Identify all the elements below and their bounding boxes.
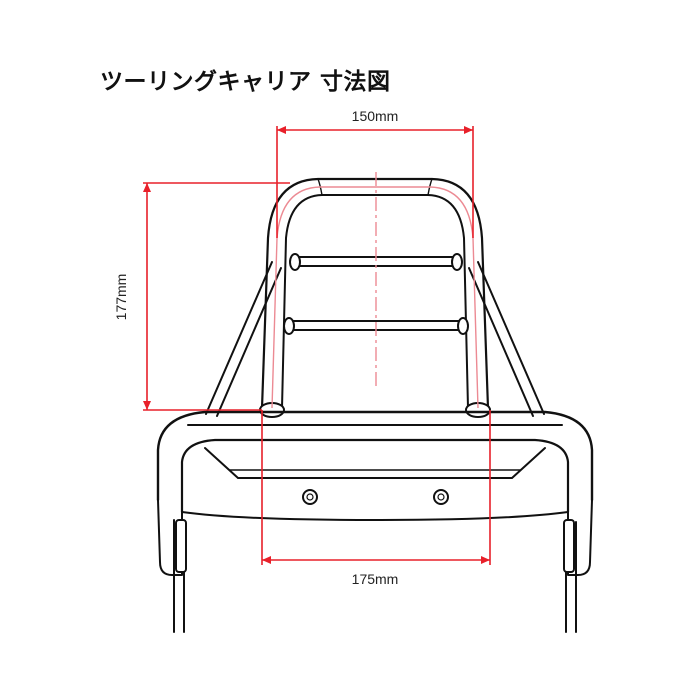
backrest-loop: [260, 177, 490, 410]
height-label: 177mm: [113, 274, 129, 321]
height-dimension: 177mm: [113, 182, 290, 411]
left-bolt: [302, 489, 318, 505]
left-mounting-leg: [157, 499, 187, 633]
right-support-strut: [468, 261, 545, 417]
center-guide-lines: [271, 172, 479, 409]
top-width-label: 150mm: [352, 108, 399, 124]
right-mounting-leg: [563, 499, 593, 633]
bottom-width-label: 175mm: [352, 571, 399, 587]
right-bolt: [433, 489, 449, 505]
bottom-width-dimension: 175mm: [261, 410, 491, 587]
page-title: ツーリングキャリア 寸法図: [100, 69, 391, 95]
rack-main-body: [156, 410, 594, 521]
backrest-base-joints: [259, 402, 491, 418]
left-support-strut: [205, 261, 282, 417]
top-width-dimension: 150mm: [276, 108, 474, 238]
